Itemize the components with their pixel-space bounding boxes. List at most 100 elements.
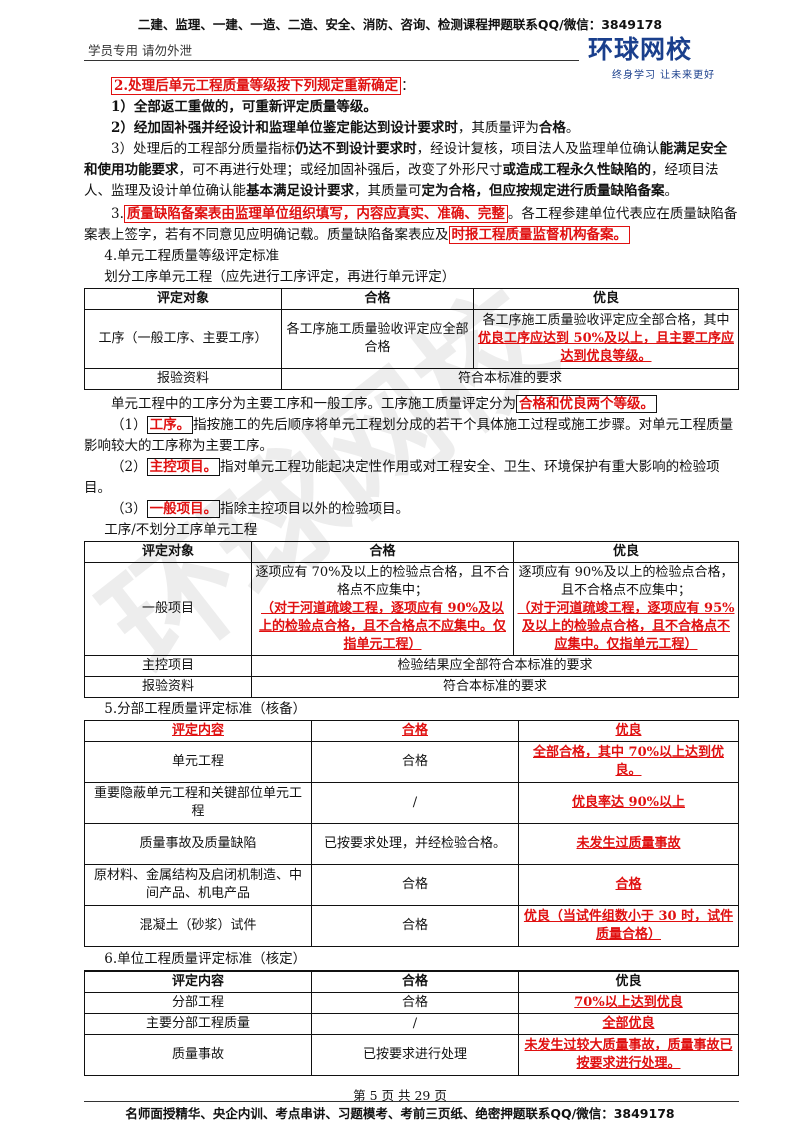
table-cell: 合格	[311, 992, 519, 1014]
item-num: （3）	[111, 501, 147, 517]
item-box: 一般项目。	[146, 500, 221, 518]
item3-k: 。	[664, 183, 679, 199]
table-cell: 报验资料	[84, 368, 282, 390]
table-cell: 原材料、金属结构及启闭机制造、中间产品、机电产品	[84, 864, 312, 906]
table6-header: 合格	[311, 970, 519, 993]
table5: 评定内容 合格 优良 单元工程 合格 全部合格，其中 70%以上达到优良。 重要…	[84, 720, 739, 947]
table-row: 单元工程 合格 全部合格，其中 70%以上达到优良。	[84, 741, 739, 783]
page-number: 第 5 页 共 29 页	[353, 1088, 447, 1103]
cell-red: 优良工序应达到 50%及以上，且主要工序应达到优良等级。	[478, 331, 734, 364]
cell-plain: 逐项应有 70%及以上的检验点合格，且不合格点不应集中；	[255, 565, 510, 598]
table-cell: 检验结果应全部符合本标准的要求	[251, 655, 739, 677]
table-cell: 合格	[311, 741, 519, 783]
process-intro: 单元工程中的工序分为主要工序和一般工序。工序施工质量评定分为合格和优良两个等级。	[84, 394, 739, 415]
section4-subtitle: 划分工序单元工程（应先进行工序评定，再进行单元评定）	[104, 269, 456, 285]
item-text: 指按施工的先后顺序将单元工程划分成的若干个具体施工过程或施工步骤。对单元工程质量…	[84, 417, 734, 454]
item-num: （1）	[111, 417, 147, 433]
item3-a: 3）处理后的工程部分质量指标	[111, 141, 296, 157]
table-row: 报验资料 符合本标准的要求	[84, 676, 739, 698]
item2-rest: ，其质量评为	[457, 120, 539, 136]
table-cell: 合格	[311, 864, 519, 906]
table-cell: 逐项应有 90%及以上的检验点合格，且不合格点不应集中；（对于河道疏竣工程，逐项…	[513, 562, 739, 656]
section3-num: 3.	[111, 206, 124, 222]
table-cell: 各工序施工质量验收评定应全部合格	[281, 309, 474, 369]
table2-header: 优良	[513, 541, 739, 563]
table-cell: 主控项目	[84, 655, 252, 677]
table-row: 重要隐蔽单元工程和关键部位单元工程 / 优良率达 90%以上	[84, 782, 739, 824]
item2-end: 合格	[538, 120, 566, 136]
footer-divider	[84, 1101, 739, 1102]
table1-header: 合格	[281, 288, 474, 310]
table-cell: 已按要求处理，并经检验合格。	[311, 823, 519, 865]
section4-title: 4.单元工程质量等级评定标准	[104, 248, 280, 264]
table-cell: 报验资料	[84, 676, 252, 698]
section3-mid: 。各工程参建单位代表应在质量缺陷备案表上签字，若有不同意见应明确记载。质量缺陷备…	[84, 206, 738, 243]
section3-box2: 时报工程质量监督机构备案。	[448, 226, 630, 244]
table2-header: 评定对象	[84, 541, 252, 563]
table-cell: 优良（当试件组数小于 30 时，试件质量合格）	[518, 905, 739, 947]
logo: 环球网校 终身学习 让未来更好	[588, 30, 738, 81]
process-intro-box: 合格和优良两个等级。	[516, 395, 657, 413]
item3-b: 仍达不到设计要求时	[295, 141, 417, 157]
table-cell: 符合本标准的要求	[251, 676, 739, 698]
table5-header-row: 评定内容 合格 优良	[84, 720, 739, 742]
process-subtitle: 工序/不划分工序单元工程	[104, 522, 258, 538]
table-cell: 已按要求进行处理	[311, 1034, 519, 1076]
item-text: 指除主控项目以外的检验项目。	[220, 501, 410, 517]
item3-h: 基本满足设计要求	[246, 183, 354, 199]
item3-g: ，经项目法人、监理及设计单位确认能	[84, 162, 719, 199]
table1: 评定对象 合格 优良 工序（一般工序、主要工序） 各工序施工质量验收评定应全部合…	[84, 288, 739, 390]
table-cell: 各工序施工质量验收评定应全部合格，其中优良工序应达到 50%及以上，且主要工序应…	[473, 309, 739, 369]
item3-f: 或造成工程永久性缺陷的	[502, 162, 652, 178]
table-cell: 未发生过较大质量事故，质量事故已按要求进行处理。	[518, 1034, 739, 1076]
table6: 评定内容 合格 优良 分部工程 合格 70%以上达到优良 主要分部工程质量 / …	[84, 970, 739, 1076]
table2: 评定对象 合格 优良 一般项目 逐项应有 70%及以上的检验点合格，且不合格点不…	[84, 541, 739, 698]
cell-red: （对于河道疏竣工程，逐项应有 95%及以上的检验点合格，且不合格点不应集中。仅指…	[517, 601, 735, 652]
section2-item2: 2）经加固补强并经设计和监理单位鉴定能达到设计要求时，其质量评为合格。	[84, 118, 739, 139]
table-cell: 混凝土（砂浆）试件	[84, 905, 312, 947]
section6-title: 6.单位工程质量评定标准（核定）	[104, 951, 307, 967]
table5-header: 合格	[311, 720, 519, 742]
item3-e: ，可不再进行处理；或经加固补强后，改变了外形尺寸	[178, 162, 503, 178]
item2-bold: 2）经加固补强并经设计和监理单位鉴定能达到设计要求时	[111, 120, 458, 136]
cell-plain: 逐项应有 90%及以上的检验点合格，且不合格点不应集中；	[518, 565, 734, 598]
item3-d: 能满足安全和使用功能要求	[84, 141, 728, 178]
logo-sub: 终身学习 让未来更好	[612, 70, 716, 81]
section2-title: 2.处理后单元工程质量等级按下列规定重新确定	[111, 77, 402, 95]
table1-header: 评定对象	[84, 288, 282, 310]
table6-header: 优良	[518, 970, 739, 993]
table-cell: 优良率达 90%以上	[518, 782, 739, 824]
table-row: 原材料、金属结构及启闭机制造、中间产品、机电产品 合格 合格	[84, 864, 739, 906]
table-cell: 合格	[311, 905, 519, 947]
confidential-note: 学员专用 请勿外泄	[88, 43, 192, 58]
table-cell: 主要分部工程质量	[84, 1013, 312, 1035]
table-cell: 一般项目	[84, 562, 252, 656]
header-divider	[84, 60, 579, 61]
section2-item1: 1）全部返工重做的，可重新评定质量等级。	[111, 99, 377, 115]
table-cell: 分部工程	[84, 992, 312, 1014]
table1-header-row: 评定对象 合格 优良	[84, 288, 739, 310]
table6-header: 评定内容	[84, 970, 312, 993]
table-row: 一般项目 逐项应有 70%及以上的检验点合格，且不合格点不应集中；（对于河道疏竣…	[84, 562, 739, 656]
colon: ：	[401, 78, 415, 94]
table-cell: 单元工程	[84, 741, 312, 783]
table-row: 报验资料 符合本标准的要求	[84, 368, 739, 390]
section3-paragraph: 3.质量缺陷备案表由监理单位组织填写，内容应真实、准确、完整。各工程参建单位代表…	[84, 204, 739, 246]
table-cell: /	[311, 782, 519, 824]
item2-period: 。	[565, 120, 580, 136]
item3-c: ，经设计复核，项目法人及监理单位确认	[416, 141, 660, 157]
top-banner: 二建、监理、一建、一造、二造、安全、消防、咨询、检测课程押题联系QQ/微信：38…	[137, 17, 663, 32]
table-cell: 质量事故	[84, 1034, 312, 1076]
table-row: 质量事故及质量缺陷 已按要求处理，并经检验合格。 未发生过质量事故	[84, 823, 739, 865]
table-cell: 全部合格，其中 70%以上达到优良。	[518, 741, 739, 783]
table-cell: 逐项应有 70%及以上的检验点合格，且不合格点不应集中；（对于河道疏竣工程，逐项…	[251, 562, 514, 656]
table-cell: 合格	[518, 864, 739, 906]
table-cell: 符合本标准的要求	[281, 368, 739, 390]
table-row: 分部工程 合格 70%以上达到优良	[84, 992, 739, 1014]
cell-plain: 各工序施工质量验收评定应全部合格，其中	[482, 313, 730, 328]
table2-header-row: 评定对象 合格 优良	[84, 541, 739, 563]
section5-title: 5.分部工程质量评定标准（核备）	[104, 701, 307, 717]
section2-item3: 3）处理后的工程部分质量指标仍达不到设计要求时，经设计复核，项目法人及监理单位确…	[84, 139, 739, 202]
item-box: 主控项目。	[146, 458, 221, 476]
table1-header: 优良	[473, 288, 739, 310]
